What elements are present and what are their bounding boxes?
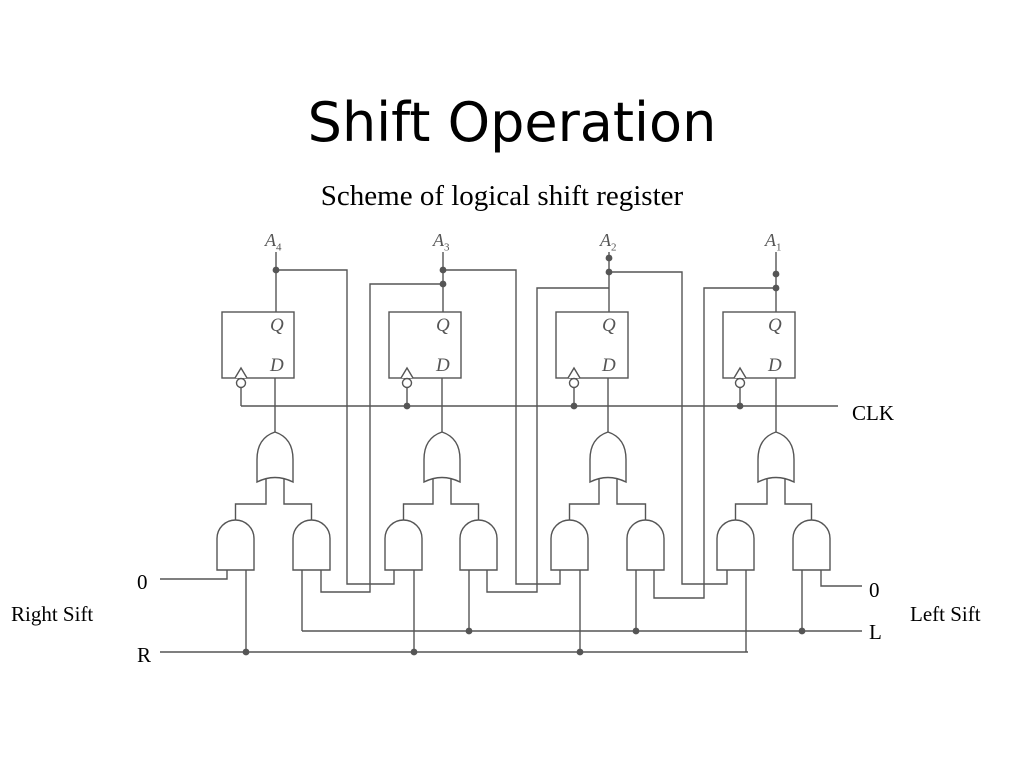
right-serial-input	[160, 570, 228, 580]
junction-dot	[272, 266, 280, 274]
junction-dot	[576, 648, 584, 656]
junction-dot	[439, 266, 447, 274]
junction-dot	[772, 284, 780, 292]
clock-bubble-4	[734, 377, 746, 389]
junction-dot	[465, 627, 473, 635]
slide-subtitle: Scheme of logical shift register	[320, 180, 684, 212]
ff3-d-pin: D	[602, 355, 616, 376]
junctions	[242, 254, 806, 656]
right-serial-input-label: 0	[137, 570, 148, 594]
ff3-q-pin: Q	[602, 315, 616, 336]
ff1-d-pin: D	[270, 355, 284, 376]
ff2-q-pin: Q	[436, 315, 450, 336]
and-gate-left-4	[792, 519, 831, 571]
clock-bubble-2	[401, 377, 413, 389]
and-gate-right-3	[550, 519, 589, 571]
and-to-or-a-2	[402, 479, 434, 520]
and-gate-left-3	[626, 519, 665, 571]
ff4-q-pin: Q	[768, 315, 782, 336]
right-control-label: R	[137, 643, 152, 667]
wires	[160, 252, 862, 653]
junction-dot	[410, 648, 418, 656]
junction-dot	[403, 402, 411, 410]
junction-dot	[772, 270, 780, 278]
and-to-or-a-3	[568, 479, 600, 520]
left-serial-input	[820, 570, 862, 587]
slide-title: Shift Operation	[307, 91, 717, 154]
and-to-or-b-2	[450, 479, 480, 520]
junction-dot	[736, 402, 744, 410]
clock-edge-1	[234, 366, 248, 379]
ff4-d-pin: D	[768, 355, 782, 376]
left-control-label: L	[869, 620, 882, 644]
junction-dot	[632, 627, 640, 635]
ff1-q-pin: Q	[270, 315, 284, 336]
components	[216, 311, 831, 571]
clock-bubble-3	[568, 377, 580, 389]
output-label-a2: A2	[600, 230, 617, 254]
junction-dot	[439, 280, 447, 288]
flip-flop-1	[221, 311, 295, 379]
and-gate-right-4	[716, 519, 755, 571]
junction-dot	[605, 268, 613, 276]
and-to-or-b-4	[784, 479, 813, 520]
output-label-a3: A3	[433, 230, 450, 254]
shift-a2-to-stage4	[609, 271, 728, 585]
and-gate-left-1	[292, 519, 331, 571]
shift-a3-to-stage1	[320, 283, 443, 593]
and-to-or-b-1	[283, 479, 313, 520]
or-gate-3	[589, 431, 627, 484]
shift-a4-to-stage2	[276, 269, 395, 585]
shift-a2-to-stage2	[486, 287, 609, 593]
clock-edge-3	[567, 366, 581, 379]
junction-dot	[570, 402, 578, 410]
ff2-d-pin: D	[436, 355, 450, 376]
flip-flop-2	[388, 311, 462, 379]
and-to-or-a-4	[734, 479, 768, 520]
and-to-or-a-1	[234, 479, 267, 520]
or-gate-4	[757, 431, 795, 484]
clock-bubble-1	[235, 377, 247, 389]
clock-edge-4	[733, 366, 747, 379]
clk-label: CLK	[852, 401, 894, 425]
shift-a1-to-stage3	[653, 287, 776, 599]
output-label-a1: A1	[765, 230, 782, 254]
and-gate-right-2	[384, 519, 423, 571]
and-gate-left-2	[459, 519, 498, 571]
or-gate-1	[256, 431, 294, 484]
left-serial-input-label: 0	[869, 578, 880, 602]
shift-a3-to-stage3	[443, 269, 561, 585]
flip-flop-3	[555, 311, 629, 379]
junction-dot	[605, 254, 613, 262]
junction-dot	[242, 648, 250, 656]
clock-edge-2	[400, 366, 414, 379]
right-shift-caption: Right Sift	[11, 602, 94, 626]
and-gate-right-1	[216, 519, 255, 571]
left-shift-caption: Left Sift	[910, 602, 981, 626]
or-gate-2	[423, 431, 461, 484]
output-label-a4: A4	[265, 230, 282, 254]
flip-flop-4	[722, 311, 796, 379]
junction-dot	[798, 627, 806, 635]
and-to-or-b-3	[616, 479, 647, 520]
